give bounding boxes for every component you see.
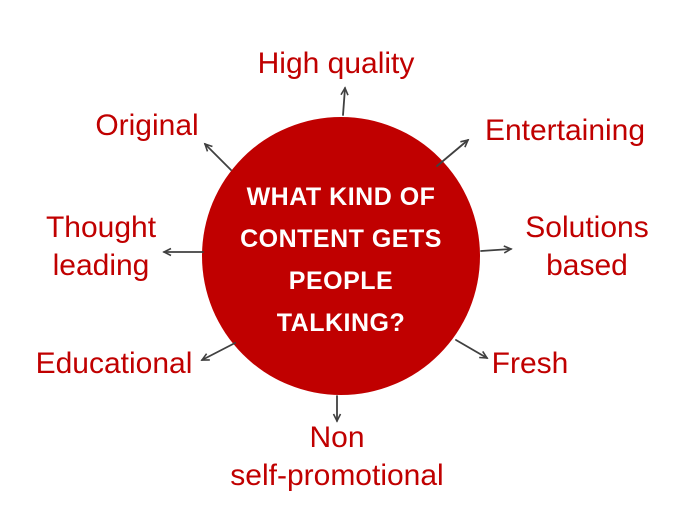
- label-non-self-promotional: Non self-promotional: [230, 419, 443, 495]
- label-entertaining: Entertaining: [485, 112, 645, 150]
- spoke-arrow-educational: [200, 342, 236, 361]
- spoke-arrow-entertaining: [436, 138, 470, 167]
- spoke-arrow-original: [203, 142, 232, 171]
- circle-center-text: WHAT KIND OF CONTENT GETS PEOPLE TALKING…: [240, 176, 442, 344]
- label-text: Entertaining: [484, 114, 646, 147]
- spoke-arrow-solutions-based: [480, 245, 513, 254]
- center-text-line: TALKING?: [276, 309, 406, 337]
- center-text-line: PEOPLE: [288, 267, 394, 295]
- spoke-arrow-high-quality: [340, 86, 349, 116]
- label-educational: Educational: [36, 345, 193, 383]
- center-circle: [202, 117, 480, 395]
- label-text: self-promotional: [230, 459, 444, 492]
- label-text: Non: [309, 421, 365, 454]
- label-high-quality: High quality: [258, 45, 415, 83]
- label-text: Educational: [35, 347, 193, 380]
- label-text: based: [546, 249, 628, 282]
- spoke-arrow-fresh: [455, 339, 489, 359]
- label-text: leading: [52, 249, 150, 282]
- label-fresh: Fresh: [492, 345, 569, 383]
- label-original: Original: [95, 107, 198, 145]
- label-text: Solutions: [525, 211, 649, 244]
- center-text-line: WHAT KIND OF: [246, 183, 436, 211]
- label-solutions-based: Solutions based: [525, 209, 648, 285]
- label-text: Original: [95, 109, 199, 142]
- center-text-line: CONTENT GETS: [240, 225, 442, 253]
- label-text: Thought: [45, 211, 157, 244]
- label-text: Fresh: [491, 347, 569, 380]
- label-text: High quality: [257, 47, 415, 80]
- label-thought-leading: Thought leading: [46, 209, 156, 285]
